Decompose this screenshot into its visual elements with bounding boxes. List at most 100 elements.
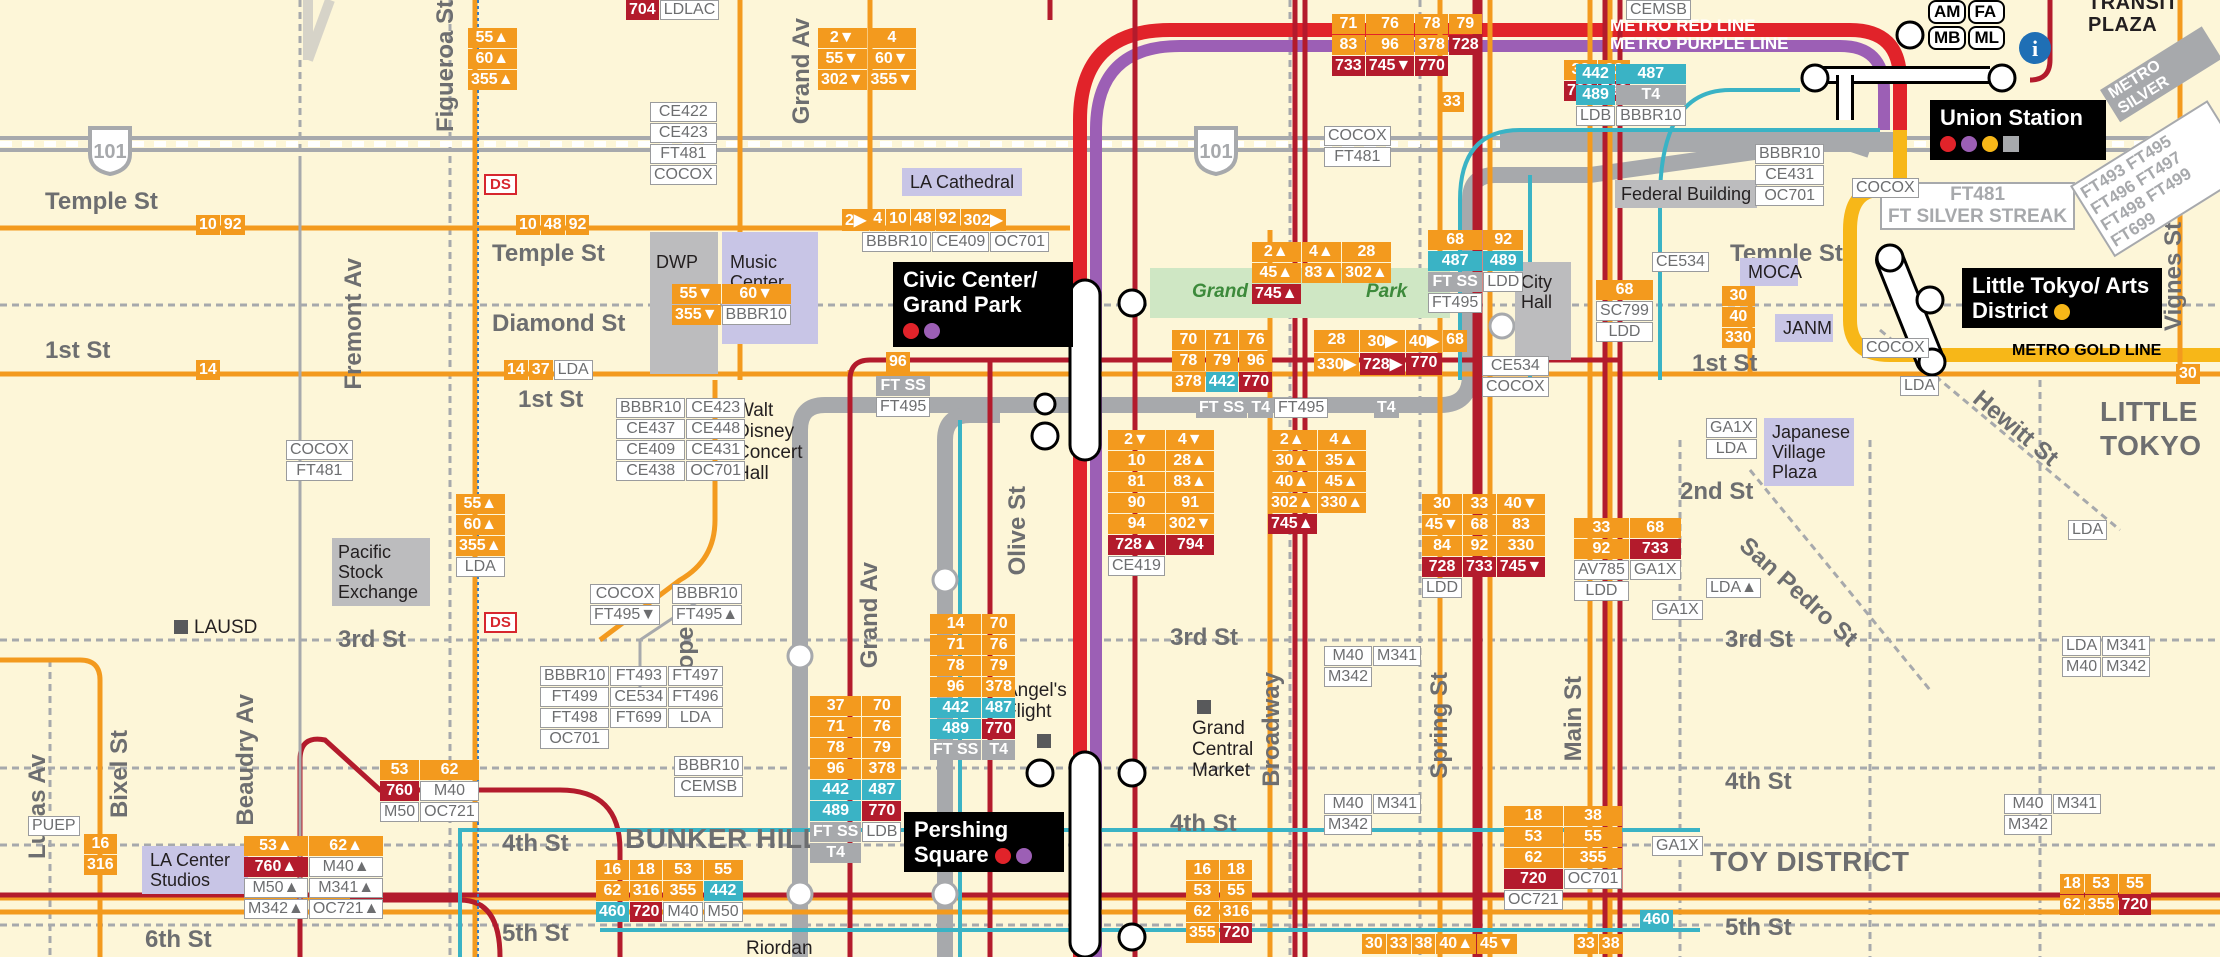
route-number: 733 <box>1332 56 1365 76</box>
route-number: LDA <box>1900 376 1940 396</box>
route-number: 60▼ <box>867 49 917 69</box>
route-number: COCOX <box>1324 126 1391 146</box>
district-label: TOY DISTRICT <box>1710 846 1910 877</box>
route-number: 40 <box>1722 307 1755 327</box>
route-number: FT495 <box>1274 398 1329 418</box>
route-number: 79 <box>862 738 902 758</box>
route-number: 48 <box>540 215 565 235</box>
route-number: 728 <box>1448 35 1482 55</box>
street-label: 5th St <box>1725 914 1792 941</box>
station-union-station[interactable]: Union Station <box>1930 100 2106 160</box>
route-number: 79 <box>1205 351 1239 371</box>
route-number: 733 <box>1463 557 1496 577</box>
street-label: Broadway <box>1258 672 1285 787</box>
route-number: 92 <box>1463 536 1496 556</box>
route-number: SC799 <box>1596 301 1653 321</box>
street-label: 3rd St <box>338 626 407 653</box>
route-number: 794 <box>1165 535 1215 555</box>
route-number: 53 <box>380 760 420 780</box>
route-number: 745▼ <box>1496 557 1546 577</box>
base-streets <box>303 0 335 62</box>
route-number: 94 <box>1108 514 1165 534</box>
route-number: CE437 <box>616 419 686 439</box>
route-number: 48 <box>910 209 935 231</box>
route-number: OC721 <box>1504 890 1563 910</box>
route-number: 302▼ <box>818 70 867 90</box>
route-box: LDA <box>2068 520 2108 540</box>
route-box: 96 <box>886 352 910 372</box>
route-number: 78 <box>1415 14 1448 34</box>
route-number: CE422 <box>650 102 717 122</box>
route-box: GA1X <box>1652 600 1703 620</box>
route-box: 14 <box>196 360 220 380</box>
route-number: 55 <box>1563 827 1623 847</box>
route-number: OC701 <box>1755 186 1825 206</box>
route-number: 71 <box>930 635 982 655</box>
route-number: 2▲ <box>1252 242 1301 262</box>
route-number: 68 <box>1428 230 1483 250</box>
station-civic-center[interactable]: Civic Center/ Grand Park <box>893 262 1073 347</box>
route-number: FT481 <box>650 144 717 164</box>
street-label: Lucas Av <box>24 754 51 859</box>
route-number: 4 <box>867 28 917 48</box>
route-number: 30 <box>2176 364 2200 384</box>
route-number: 489 <box>1576 85 1616 105</box>
route-number: 720 <box>1504 869 1563 889</box>
route-number: CE534 <box>1482 356 1549 376</box>
route-number: 30 <box>1362 934 1386 954</box>
district-label: TRANSIT <box>2088 0 2179 14</box>
route-box: CE534 <box>1652 252 1709 272</box>
street-label: Olive St <box>1004 486 1031 576</box>
route-number: 355▲ <box>456 536 505 556</box>
route-number: 18 <box>1504 806 1563 826</box>
route-number: 70 <box>982 614 1016 634</box>
route-number: COCOX <box>286 440 353 460</box>
route-number: M40 <box>420 781 479 801</box>
street-label: Diamond St <box>492 310 626 337</box>
route-number: LDD <box>1596 322 1653 342</box>
route-number: 442 <box>1576 64 1616 84</box>
route-number: FT SS <box>930 740 982 760</box>
route-number: COCOX <box>1482 377 1549 397</box>
red-line-label: METRO RED LINE <box>1610 16 1756 35</box>
route-number: 45▼ <box>1477 934 1517 954</box>
route-number: BBBR10 <box>1616 106 1686 126</box>
route-number: 487 <box>1428 251 1483 271</box>
route-number: LDB <box>1576 106 1616 126</box>
route-number: 33 <box>1386 934 1411 954</box>
route-number: 45▲ <box>1317 472 1367 492</box>
station-little-tokyo[interactable]: Little Tokyo/ Arts District <box>1962 268 2162 328</box>
route-number: LDA <box>553 360 593 380</box>
route-number: COCOX <box>590 584 661 604</box>
route-number: 71 <box>810 717 862 737</box>
route-number: 728▲ <box>1108 535 1165 555</box>
route-number: GA1X <box>1652 600 1703 620</box>
route-number: 37 <box>528 360 553 380</box>
route-number: FT498 <box>540 708 610 728</box>
route-number: 442 <box>930 698 982 718</box>
route-number: 33 <box>1463 494 1496 514</box>
street-label: Temple St <box>492 240 605 267</box>
route-number: 760 <box>380 781 420 801</box>
route-number: CE448 <box>686 419 746 439</box>
route-number: 92 <box>1483 230 1524 250</box>
route-number: 378 <box>862 759 902 779</box>
station-pershing-square[interactable]: Pershing Square <box>904 812 1064 872</box>
route-number: 2▼ <box>818 28 867 48</box>
route-number: 78 <box>930 656 982 676</box>
route-number: M341 <box>2102 636 2151 656</box>
route-number: 68 <box>1443 330 1467 352</box>
ds-marker: DS <box>484 612 517 633</box>
route-number: 40▲ <box>1268 472 1317 492</box>
route-box: LDA▲ <box>1706 578 1761 598</box>
route-number: 76 <box>982 635 1016 655</box>
route-number: 10 <box>886 209 910 231</box>
route-number: T4 <box>982 740 1016 760</box>
